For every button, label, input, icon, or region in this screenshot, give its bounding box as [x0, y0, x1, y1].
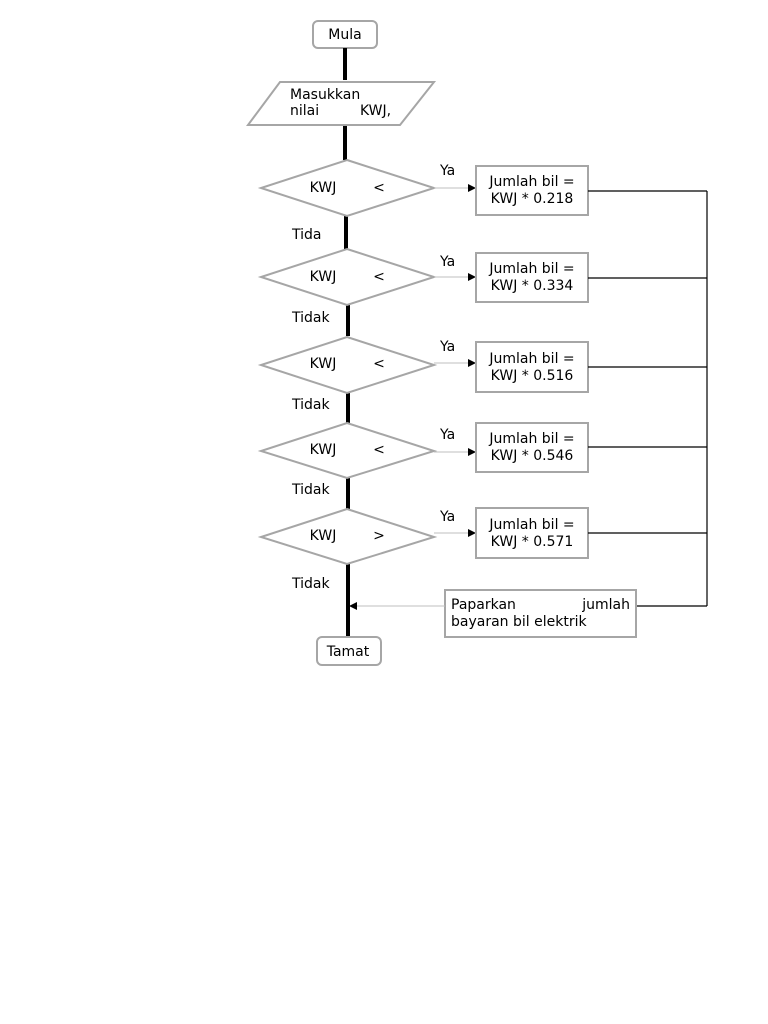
input-text-line1: Masukkan	[290, 87, 360, 103]
decision-5-yes-label: Ya	[439, 509, 455, 525]
output-line1a: Paparkan	[451, 597, 516, 613]
input-text-line2a: nilai	[290, 103, 319, 119]
decision-4-left: KWJ	[310, 442, 337, 458]
decision-3-yes-label: Ya	[439, 339, 455, 355]
input-text-line2b: KWJ,	[360, 103, 391, 119]
decision-2: KWJ < Ya Tidak	[257, 247, 455, 326]
decision-2-no-label: Tidak	[291, 310, 330, 326]
decision-5-left: KWJ	[310, 528, 337, 544]
process-1-line2: KWJ * 0.218	[491, 191, 574, 207]
process-4-line1: Jumlah bil =	[488, 431, 574, 447]
decision-2-left: KWJ	[310, 269, 337, 285]
start-label: Mula	[328, 27, 361, 43]
decision-5-no-label: Tidak	[291, 576, 330, 592]
process-2-line2: KWJ * 0.334	[491, 278, 574, 294]
output-box: Paparkan jumlah bayaran bil elektrik	[444, 589, 637, 638]
decision-3-no-label: Tidak	[291, 397, 330, 413]
end-label: Tamat	[326, 644, 370, 660]
process-5: Jumlah bil = KWJ * 0.571	[475, 507, 589, 559]
start-terminal: Mula	[312, 20, 378, 49]
decision-5-op: >	[373, 528, 385, 544]
process-2-line1: Jumlah bil =	[488, 261, 574, 277]
output-line1b: jumlah	[581, 597, 630, 613]
process-1-line1: Jumlah bil =	[488, 174, 574, 190]
decision-4-op: <	[373, 442, 385, 458]
decision-3-op: <	[373, 356, 385, 372]
decision-1: KWJ < Ya Tida	[257, 158, 455, 243]
process-3-line1: Jumlah bil =	[488, 351, 574, 367]
decision-1-yes-label: Ya	[439, 163, 455, 179]
decision-1-no-label: Tida	[291, 227, 321, 243]
process-5-line2: KWJ * 0.571	[491, 534, 574, 550]
decision-3-left: KWJ	[310, 356, 337, 372]
decision-1-left: KWJ	[310, 180, 337, 196]
decision-4-no-label: Tidak	[291, 482, 330, 498]
decision-2-op: <	[373, 269, 385, 285]
process-4: Jumlah bil = KWJ * 0.546	[475, 422, 589, 473]
process-1: Jumlah bil = KWJ * 0.218	[475, 165, 589, 216]
decision-4-yes-label: Ya	[439, 427, 455, 443]
input-parallelogram: Masukkan nilai KWJ,	[246, 81, 437, 126]
decision-5: KWJ > Ya Tidak	[257, 507, 455, 592]
end-terminal: Tamat	[316, 636, 382, 666]
process-3: Jumlah bil = KWJ * 0.516	[475, 341, 589, 393]
decision-4: KWJ < Ya Tidak	[257, 421, 455, 498]
process-5-line1: Jumlah bil =	[488, 517, 574, 533]
output-line2: bayaran bil elektrik	[451, 614, 587, 630]
decision-2-yes-label: Ya	[439, 254, 455, 270]
decision-1-op: <	[373, 180, 385, 196]
process-2: Jumlah bil = KWJ * 0.334	[475, 252, 589, 303]
process-4-line2: KWJ * 0.546	[491, 448, 574, 464]
decision-3: KWJ < Ya Tidak	[257, 335, 455, 413]
process-3-line2: KWJ * 0.516	[491, 368, 574, 384]
